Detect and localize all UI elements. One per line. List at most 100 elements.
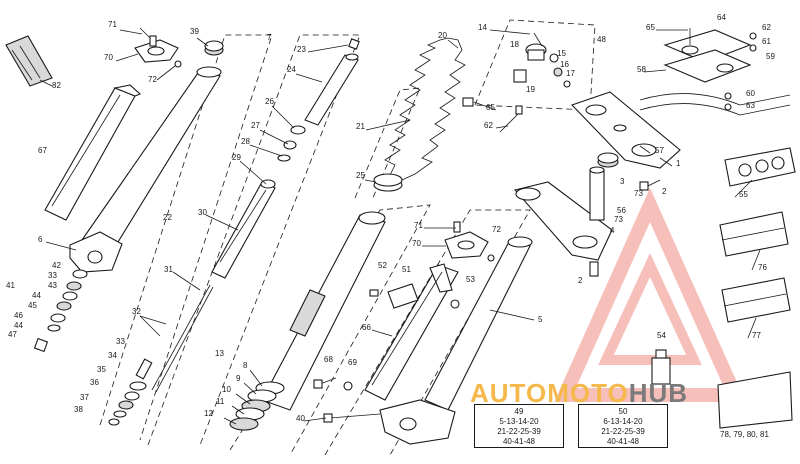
part-3-stem-nut xyxy=(597,152,661,191)
callout-c47: 47 xyxy=(8,330,17,339)
callout-c62b: 62 xyxy=(762,23,771,32)
callout-c25: 25 xyxy=(356,171,365,180)
kit-49-box: 49 5-13-14-20 21-22-25-39 40-41-48 xyxy=(474,404,564,448)
callout-c76: 76 xyxy=(758,263,767,272)
part-77-pads xyxy=(721,277,791,323)
callout-c45: 45 xyxy=(28,301,37,310)
callout-c37: 37 xyxy=(80,393,89,402)
callout-c7: 7 xyxy=(267,33,272,42)
callout-c61: 61 xyxy=(762,37,771,46)
callout-c13: 13 xyxy=(215,349,224,358)
callout-c40: 40 xyxy=(296,414,305,423)
pads-range-label: 78, 79, 80, 81 xyxy=(720,430,769,439)
callout-labels: 7139770728223242627282967223064233434144… xyxy=(6,13,775,423)
kit-50-line1: 6-13-14-20 xyxy=(603,417,643,426)
callout-c82: 82 xyxy=(52,81,61,90)
callout-c5: 5 xyxy=(538,315,543,324)
part-67-fork-guard xyxy=(44,84,142,221)
callout-c69: 69 xyxy=(348,358,357,367)
callout-c22: 22 xyxy=(163,213,172,222)
callout-c6: 6 xyxy=(38,235,43,244)
kit-49-line3: 40-41-48 xyxy=(502,437,536,446)
callout-c64: 64 xyxy=(717,13,726,22)
callout-c66: 66 xyxy=(362,323,371,332)
callout-c48: 48 xyxy=(597,35,606,44)
part-54-bottle xyxy=(651,349,671,385)
callout-c77: 77 xyxy=(752,331,761,340)
callout-c30: 30 xyxy=(198,208,207,217)
callout-c72a: 72 xyxy=(148,75,157,84)
callout-c65a: 65 xyxy=(486,103,495,112)
callout-c70a: 70 xyxy=(104,53,113,62)
callout-c3: 3 xyxy=(620,177,625,186)
part-33-38-valve-stack xyxy=(108,381,147,426)
part-25-spacer xyxy=(373,173,403,192)
callout-c16: 16 xyxy=(560,60,569,69)
callout-c28: 28 xyxy=(241,137,250,146)
part-58-handlebar-clamp xyxy=(639,28,791,116)
watermark-logo: AUTOMOTOHUB xyxy=(470,378,688,409)
part-1-upper-triple-clamp xyxy=(571,91,681,169)
callout-c43: 43 xyxy=(48,281,57,290)
callout-c56: 56 xyxy=(617,206,626,215)
kit-50-number: 50 xyxy=(618,407,628,416)
callout-c39: 39 xyxy=(190,27,199,36)
callout-c33b: 33 xyxy=(116,337,125,346)
part-70-clamp-right xyxy=(444,221,495,262)
callout-c71a: 71 xyxy=(108,20,117,29)
callout-c24: 24 xyxy=(287,65,296,74)
callout-c42: 42 xyxy=(52,261,61,270)
part-82-pad xyxy=(5,35,53,87)
callout-c2b: 2 xyxy=(578,276,583,285)
part-41-47-adjuster-stack xyxy=(33,269,88,353)
callout-c32: 32 xyxy=(132,307,141,316)
callout-c67: 67 xyxy=(38,146,47,155)
callout-c51: 51 xyxy=(402,265,411,274)
part-39-cap xyxy=(204,40,224,56)
callout-c17: 17 xyxy=(566,69,575,78)
callout-c63: 63 xyxy=(746,101,755,110)
callout-c2a: 2 xyxy=(662,187,667,196)
kit-50-box: 50 6-13-14-20 21-22-25-39 40-41-48 xyxy=(578,404,668,448)
callout-c70b: 70 xyxy=(412,239,421,248)
callout-c58: 58 xyxy=(637,65,646,74)
callout-c41: 41 xyxy=(6,281,15,290)
callout-c57: 57 xyxy=(655,146,664,155)
part-31-32-rod xyxy=(135,284,214,393)
callout-c12: 12 xyxy=(204,409,213,418)
part-13-inner-tube xyxy=(255,211,386,411)
callout-c31: 31 xyxy=(164,265,173,274)
callout-c54: 54 xyxy=(657,331,666,340)
callout-c4: 4 xyxy=(610,226,615,235)
callout-c29: 29 xyxy=(232,153,241,162)
kit-49-number: 49 xyxy=(514,407,524,416)
callout-c26: 26 xyxy=(265,97,274,106)
callout-c11: 11 xyxy=(216,397,225,406)
part-24-inner-cartridge xyxy=(304,38,360,126)
callout-c73b: 73 xyxy=(614,215,623,224)
part-70-clamp xyxy=(134,27,182,68)
part-51-53-brackets xyxy=(369,283,460,309)
callout-c10: 10 xyxy=(222,385,231,394)
part-21-spring xyxy=(384,37,466,181)
watermark-logo-part2: HUB xyxy=(628,378,689,408)
group-frame-cap-48 xyxy=(474,19,596,111)
kit-50-line3: 40-41-48 xyxy=(606,437,640,446)
kit-49-line2: 21-22-25-39 xyxy=(497,427,541,436)
part-26-28-bushings xyxy=(277,125,306,162)
part-8-12-seals xyxy=(229,389,277,431)
callout-c53: 53 xyxy=(466,275,475,284)
part-76-pads xyxy=(719,211,789,257)
callout-c44b: 44 xyxy=(14,321,23,330)
callout-c71b: 71 xyxy=(414,221,423,230)
part-right-fork-foot xyxy=(323,399,456,445)
callout-c20: 20 xyxy=(438,31,447,40)
callout-c44a: 44 xyxy=(32,291,41,300)
group-frame-right-slider xyxy=(324,209,531,456)
callout-c34: 34 xyxy=(108,351,117,360)
callout-c8: 8 xyxy=(243,361,248,370)
part-55-pads xyxy=(724,147,796,187)
part-6-left-fork-leg xyxy=(69,66,222,273)
